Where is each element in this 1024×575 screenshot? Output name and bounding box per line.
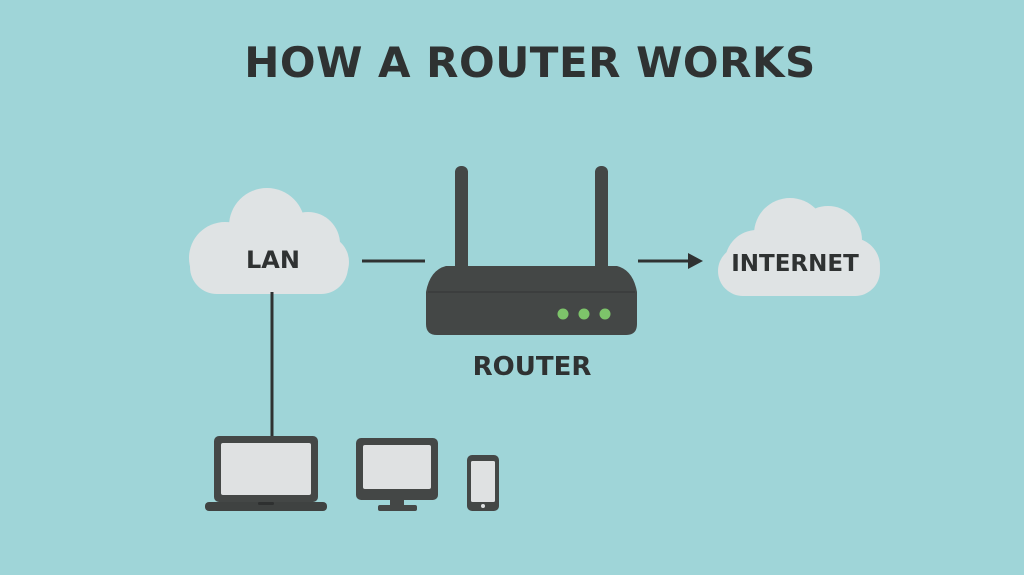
router-status-light [599,308,611,320]
internet-cloud: INTERNET [718,198,880,296]
router-body [426,266,637,335]
router-antenna-right [595,166,608,278]
router-status-light [557,308,569,320]
arrow-head-icon [688,253,703,269]
laptop-icon [205,436,327,511]
internet-label: INTERNET [731,251,859,277]
diagram-title: HOW A ROUTER WORKS [244,38,816,87]
router-device [426,166,637,335]
lan-cloud: LAN [189,188,349,294]
lan-label: LAN [246,246,300,274]
desktop-monitor-icon [356,438,438,511]
router-label: ROUTER [473,352,592,382]
router-antenna-left [455,166,468,278]
router-internet-arrow [638,253,703,269]
smartphone-icon [467,455,499,511]
router-status-light [578,308,590,320]
